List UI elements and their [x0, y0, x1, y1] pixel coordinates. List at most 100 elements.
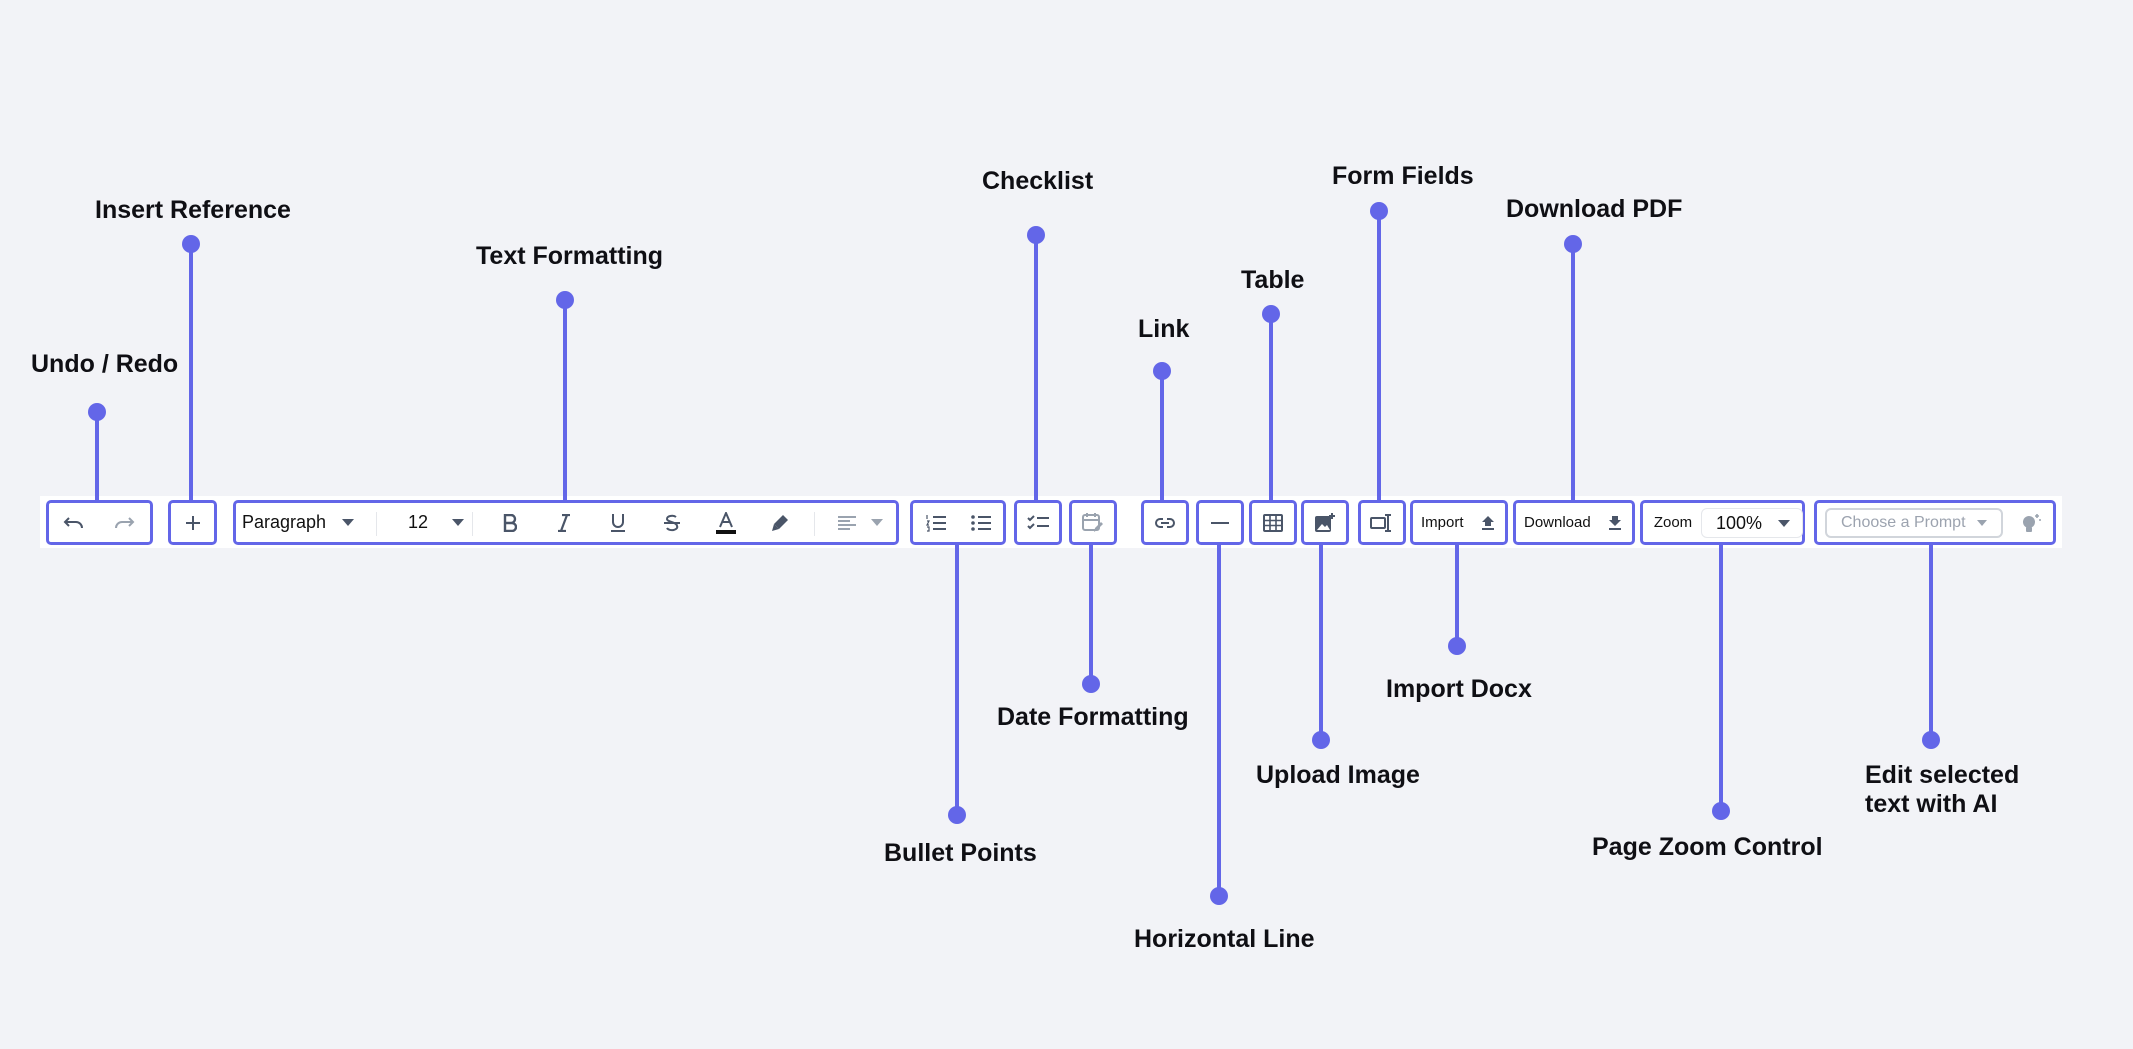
strikethrough-button[interactable]: [650, 503, 694, 542]
connector-dot: [1922, 731, 1940, 749]
connector-line: [1571, 244, 1575, 500]
italic-button[interactable]: [542, 503, 586, 542]
checklist-group: [1014, 500, 1062, 545]
link-button[interactable]: [1144, 503, 1186, 542]
divider: [376, 512, 377, 536]
connector-dot: [1564, 235, 1582, 253]
checklist-button[interactable]: [1017, 503, 1059, 542]
chevron-down-icon: [1778, 519, 1790, 527]
chevron-down-icon: [452, 519, 464, 526]
plus-icon: [185, 515, 201, 531]
ai-prompt-group: Choose a Prompt: [1814, 500, 2056, 545]
lightbulb-sparkle-icon: [2020, 512, 2042, 534]
text-color-button[interactable]: [704, 503, 748, 542]
strikethrough-icon: [663, 514, 681, 532]
align-select[interactable]: [830, 503, 890, 542]
calendar-edit-icon: [1082, 512, 1104, 534]
label-upload-image: Upload Image: [1256, 761, 1420, 789]
checklist-icon: [1027, 514, 1049, 532]
connector-line: [1319, 545, 1323, 740]
label-horizontal-line: Horizontal Line: [1134, 925, 1315, 953]
ai-suggest-button[interactable]: [2013, 503, 2049, 542]
upload-image-group: [1301, 500, 1349, 545]
zoom-label: Zoom: [1653, 514, 1693, 531]
connector-line: [1089, 545, 1093, 684]
prompt-placeholder: Choose a Prompt: [1841, 514, 1966, 531]
paragraph-style-select[interactable]: Paragraph: [240, 503, 360, 542]
undo-button[interactable]: [49, 503, 99, 542]
link-group: [1141, 500, 1189, 545]
numbered-list-icon: [925, 514, 946, 532]
horizontal-rule-icon: [1211, 521, 1229, 525]
list-group: [910, 500, 1006, 545]
label-download-pdf: Download PDF: [1506, 195, 1683, 223]
import-label: Import: [1421, 514, 1464, 531]
form-field-icon: [1370, 513, 1394, 533]
zoom-select[interactable]: 100%: [1701, 508, 1803, 538]
link-icon: [1154, 516, 1176, 530]
connector-line: [955, 545, 959, 815]
insert-reference-button[interactable]: [171, 503, 214, 542]
label-form-fields: Form Fields: [1332, 162, 1474, 190]
date-formatting-group: [1069, 500, 1117, 545]
undo-icon: [63, 515, 85, 531]
form-fields-group: [1358, 500, 1406, 545]
insert-reference-group: [168, 500, 217, 545]
font-size-value: 12: [408, 512, 429, 532]
text-formatting-group: Paragraph 12: [233, 500, 899, 545]
import-group: Import: [1410, 500, 1508, 545]
bold-icon: [503, 513, 517, 532]
import-button[interactable]: Import: [1413, 503, 1505, 542]
connector-dot: [1082, 675, 1100, 693]
label-edit-ai-line1: Edit selected: [1865, 761, 2020, 789]
upload-icon: [1481, 515, 1495, 531]
font-size-select[interactable]: 12: [396, 503, 476, 542]
upload-image-button[interactable]: [1304, 503, 1346, 542]
date-formatting-button[interactable]: [1072, 503, 1114, 542]
connector-line: [95, 412, 99, 500]
chevron-down-icon: [342, 519, 354, 526]
highlighter-icon: [770, 513, 790, 533]
connector-line: [1217, 545, 1221, 896]
table-group: [1249, 500, 1297, 545]
label-edit-ai-line2: text with AI: [1865, 790, 1998, 818]
label-page-zoom-control: Page Zoom Control: [1592, 833, 1823, 861]
bold-button[interactable]: [488, 503, 532, 542]
underline-icon: [610, 513, 626, 533]
label-import-docx: Import Docx: [1386, 675, 1532, 703]
redo-button[interactable]: [99, 503, 149, 542]
zoom-value: 100%: [1716, 512, 1763, 533]
table-button[interactable]: [1252, 503, 1294, 542]
form-fields-button[interactable]: [1361, 503, 1403, 542]
image-upload-icon: [1314, 512, 1336, 534]
label-table: Table: [1241, 266, 1305, 294]
label-bullet-points: Bullet Points: [884, 839, 1037, 867]
undo-redo-group: [46, 500, 153, 545]
italic-icon: [557, 513, 571, 532]
horizontal-line-button[interactable]: [1199, 503, 1241, 542]
connector-dot: [88, 403, 106, 421]
connector-dot: [1712, 802, 1730, 820]
label-link: Link: [1138, 315, 1190, 343]
chevron-down-icon: [1977, 520, 1987, 526]
connector-line: [563, 300, 567, 500]
bullet-list-button[interactable]: [958, 503, 1003, 542]
connector-dot: [1448, 637, 1466, 655]
numbered-list-button[interactable]: [913, 503, 958, 542]
ai-prompt-select[interactable]: Choose a Prompt: [1825, 508, 2003, 538]
highlight-button[interactable]: [758, 503, 802, 542]
connector-line: [1455, 545, 1459, 646]
connector-line: [1034, 235, 1038, 500]
connector-dot: [182, 235, 200, 253]
horizontal-line-group: [1196, 500, 1244, 545]
download-label: Download: [1524, 514, 1591, 531]
download-icon: [1608, 515, 1622, 531]
download-pdf-button[interactable]: Download: [1516, 503, 1632, 542]
divider: [472, 512, 473, 536]
chevron-down-icon: [870, 519, 883, 526]
label-checklist: Checklist: [982, 167, 1094, 195]
label-text-formatting: Text Formatting: [476, 242, 664, 270]
underline-button[interactable]: [596, 503, 640, 542]
connector-line: [189, 244, 193, 500]
redo-icon: [113, 515, 135, 531]
